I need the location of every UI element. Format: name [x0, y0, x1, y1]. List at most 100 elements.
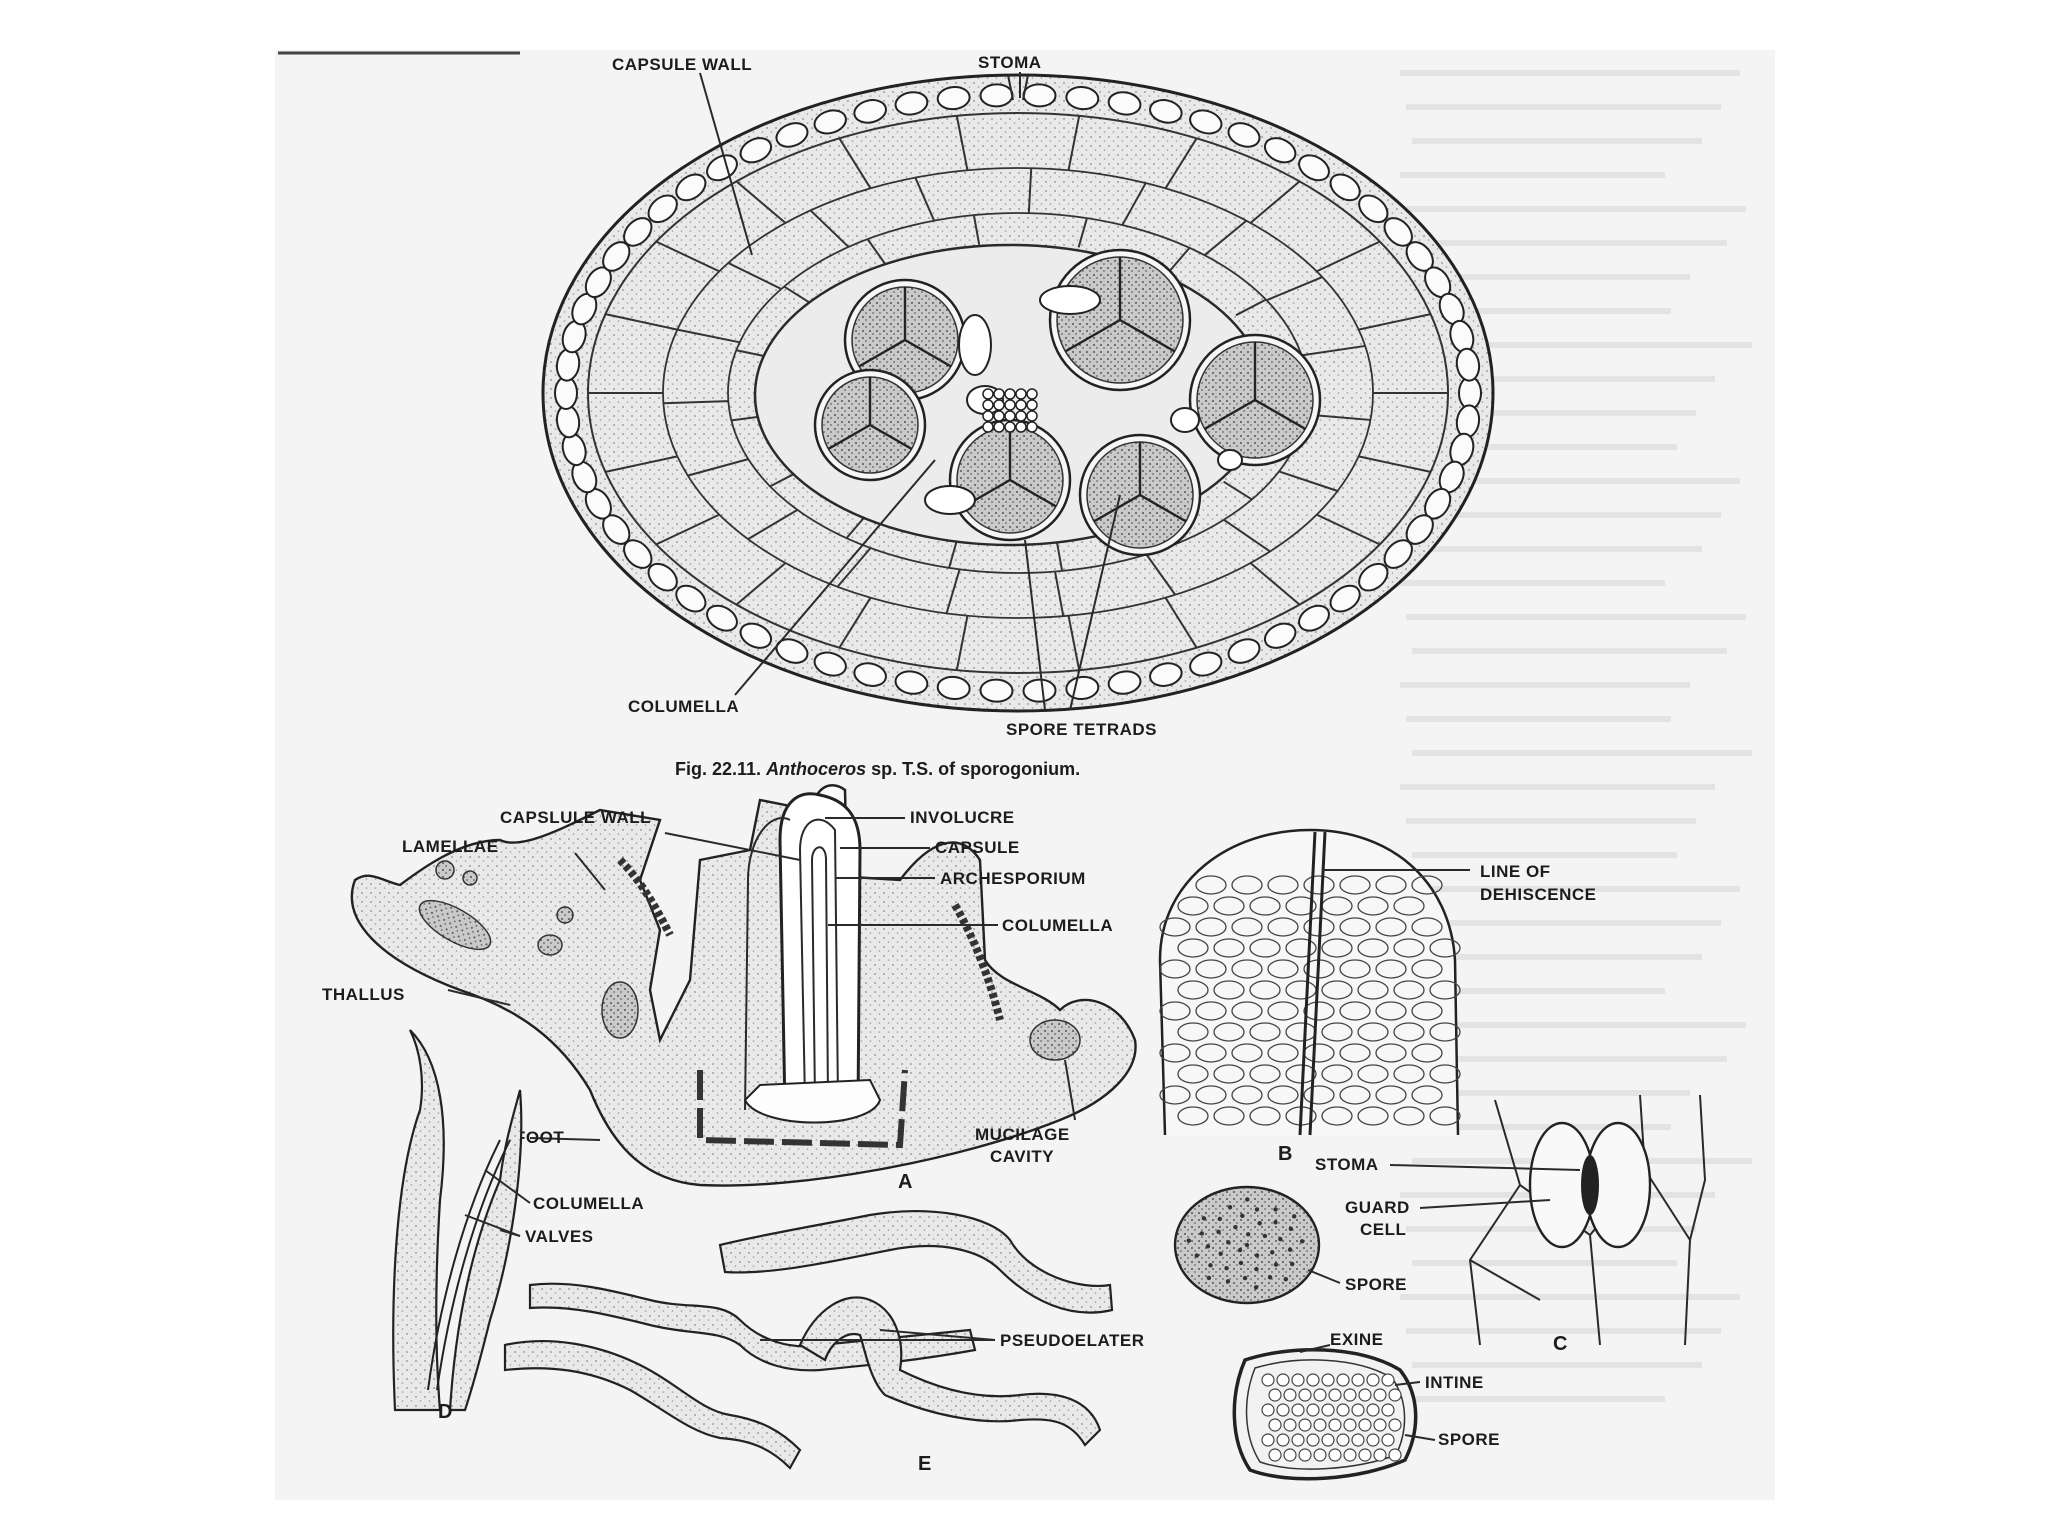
label-columella-top: COLUMELLA: [628, 697, 739, 716]
capsule-epidermal-cell: [1249, 980, 1281, 1000]
spore-ornamentation: [1299, 1239, 1305, 1244]
mucilage-cavity-3: [1029, 1019, 1081, 1061]
lamella-1: [617, 857, 674, 937]
columella-lumen: [924, 485, 976, 515]
bleed-line: [1406, 1124, 1671, 1130]
panel-label-a: A: [898, 1171, 912, 1193]
capsule-outline: [778, 792, 862, 1112]
capsule-epidermal-cell: [1177, 980, 1209, 1000]
bleed-line: [1400, 988, 1665, 994]
columella-cell: [1015, 388, 1027, 400]
wall-cell-boundary: [1316, 240, 1381, 273]
wall-cell-boundary: [663, 400, 729, 405]
spore-ornamentation: [1194, 1253, 1199, 1258]
capsule-epidermal-cell: [1159, 1085, 1191, 1105]
capsule-epidermal-cell: [1303, 1001, 1335, 1021]
capsule-epidermal-cell: [1375, 1085, 1407, 1105]
label-stoma-c: STOMA: [1315, 1155, 1379, 1174]
spore-tetrads-group: [813, 248, 1322, 557]
capsule-epidermal-cell: [1393, 1106, 1425, 1126]
panel-label-e: E: [918, 1453, 931, 1475]
wall-cell-boundary: [1027, 168, 1033, 214]
label-spore-e: SPORE: [1438, 1430, 1500, 1449]
columella-cell: [1026, 421, 1038, 433]
label-dehiscence: DEHISCENCE: [1480, 885, 1596, 904]
capsule-epidermal-cell: [1429, 1064, 1461, 1084]
wall-cell-boundary: [1168, 247, 1191, 273]
panel-label-d: D: [438, 1401, 452, 1423]
capsule-epidermal-cell: [1213, 980, 1245, 1000]
wall-cell-pattern: [588, 115, 1448, 671]
spore-wall: [1119, 318, 1176, 353]
capsule-epidermal-cell: [1321, 1022, 1353, 1042]
capsule-epidermal-cell: [1267, 1085, 1299, 1105]
wall-cell-boundary: [605, 455, 678, 473]
epidermal-cell: [554, 376, 578, 410]
spore-granule: [1343, 1388, 1357, 1402]
capsule-epidermal-cell: [1411, 875, 1443, 895]
spore-granule: [1366, 1403, 1380, 1417]
bleed-line: [1406, 1328, 1721, 1334]
epidermal-cell: [1298, 154, 1330, 182]
bleed-through-text: [1400, 70, 1752, 1402]
spore-granule: [1351, 1403, 1365, 1417]
spore-ornamentation: [1206, 1275, 1212, 1281]
columella-lumen: [958, 314, 992, 376]
epidermal-cell: [739, 622, 773, 649]
thallus-body: [350, 798, 1137, 1187]
epidermal-cell: [1383, 539, 1413, 569]
epidermal-cell: [647, 194, 678, 224]
capsule-epidermal-cell: [1321, 980, 1353, 1000]
leader-guard-cell: [1419, 1199, 1551, 1209]
bleed-line: [1400, 682, 1690, 688]
capsule-epidermal-cell: [1249, 896, 1281, 916]
spore-ornamentation: [1244, 1242, 1250, 1248]
wall-cell-boundary: [1054, 571, 1065, 617]
spore-granule: [1358, 1418, 1372, 1432]
bleed-line: [1406, 410, 1696, 416]
bleed-line: [1406, 206, 1746, 212]
columella-cell: [982, 410, 994, 422]
capsule-epidermal-cell: [1375, 1001, 1407, 1021]
capsule-epidermal-cell: [1177, 1064, 1209, 1084]
epidermal-cell-ring: [554, 83, 1482, 703]
spore-granule: [1373, 1448, 1387, 1462]
epidermal-cell: [675, 173, 707, 202]
spore-granule: [1268, 1388, 1282, 1402]
spore-granule: [1388, 1418, 1402, 1432]
bleed-line: [1400, 70, 1740, 76]
capsule-epidermal-cell: [1267, 917, 1299, 937]
mucilage-cavity-2: [601, 981, 639, 1039]
label-pseudoelater: PSEUDOELATER: [1000, 1331, 1145, 1350]
label-columella-a: COLUMELLA: [1002, 916, 1113, 935]
epidermal-cell: [1149, 662, 1183, 687]
capsule-epidermal-cell: [1375, 875, 1407, 895]
bleed-line: [1400, 274, 1690, 280]
label-spore-tetrads: SPORE TETRADS: [1006, 720, 1157, 739]
lamella-bud-3: [556, 906, 574, 924]
capsule-epidermal-cell: [1303, 875, 1335, 895]
epidermal-cell: [1065, 85, 1100, 111]
capsule-epidermal-cell: [1249, 1022, 1281, 1042]
capsule-epidermal-cell: [1267, 875, 1299, 895]
spore-ornamentation: [1287, 1247, 1293, 1252]
spore-granule: [1283, 1418, 1297, 1432]
spore-ornamentation: [1233, 1224, 1238, 1230]
columella-lumen: [1039, 285, 1101, 315]
wall-cell-boundary: [1249, 180, 1301, 224]
pseudoelater-3: [503, 1339, 802, 1470]
label-mucilage: MUCILAGE: [975, 1125, 1070, 1144]
bleed-line: [1412, 1056, 1727, 1062]
spore-granule: [1268, 1448, 1282, 1462]
capsule-epidermal-cell: [1375, 1043, 1407, 1063]
spore-granule: [1388, 1388, 1402, 1402]
capsule-epidermal-cell: [1357, 1022, 1389, 1042]
capsule-epidermal-cell: [1195, 1043, 1227, 1063]
wall-cell-boundary: [945, 569, 961, 614]
spore-granule: [1291, 1403, 1305, 1417]
panel-a-drawing: [350, 784, 1137, 1187]
capsule-epidermal-cell: [1195, 917, 1227, 937]
spore-wall: [1203, 398, 1256, 431]
spore-ornamentation: [1224, 1266, 1229, 1271]
capsule-epidermal-cell: [1231, 959, 1263, 979]
